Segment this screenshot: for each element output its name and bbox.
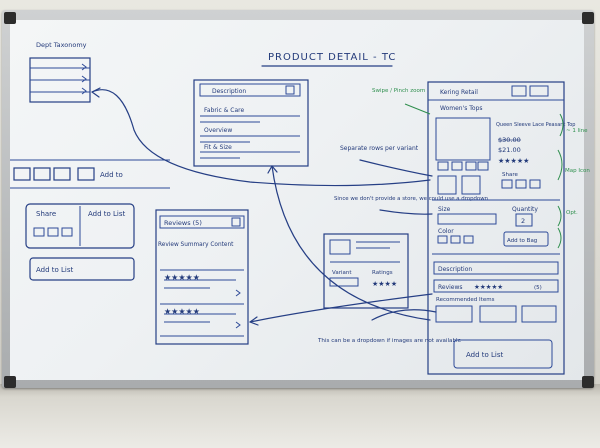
phone-stars: ★★★★★ bbox=[498, 157, 529, 165]
reviews-stars-row2: ★★★★★ bbox=[164, 307, 200, 316]
green-note-swipe: Swipe / Pinch zoom bbox=[372, 88, 425, 94]
variant-stars: ★★★★ bbox=[372, 280, 397, 288]
phone-color-label: Color bbox=[438, 228, 454, 235]
description-panel-title: Description bbox=[212, 88, 246, 95]
green-note-map: Map Icon bbox=[565, 168, 590, 174]
reviews-stars-row1: ★★★★★ bbox=[164, 273, 200, 282]
phone-reviews-count: (5) bbox=[534, 285, 542, 291]
phone-share-label: Share bbox=[502, 172, 518, 178]
green-brackets bbox=[404, 103, 564, 249]
marker-tray-ledge bbox=[0, 384, 600, 448]
left-add-to-list-label: Add to List bbox=[36, 266, 74, 274]
board-title: PRODUCT DETAIL - TC bbox=[268, 52, 396, 63]
phone-add-to-bag: Add to Bag bbox=[507, 238, 537, 244]
variant-ratings-label: Ratings bbox=[372, 270, 393, 276]
share-icons-sketch bbox=[33, 227, 73, 237]
left-add-to-list-box-label: Add to List bbox=[88, 210, 126, 218]
description-row-fit: Fit & Size bbox=[204, 144, 232, 151]
description-row-fabric: Fabric & Care bbox=[204, 107, 245, 114]
green-note-one-line: ~ 1 line bbox=[566, 128, 588, 134]
share-add-box-sketch bbox=[25, 203, 135, 249]
phone-size-label: Size bbox=[438, 206, 451, 213]
left-add-to-list-button-sketch bbox=[29, 257, 135, 281]
connector-arrows bbox=[91, 87, 437, 326]
frame-corner-top-left bbox=[4, 12, 16, 24]
dept-taxonomy-label: Dept Taxonomy bbox=[36, 41, 87, 49]
left-share-label: Share bbox=[36, 210, 56, 218]
note-stores-dropdown: Since we don't provide a store, we could… bbox=[334, 196, 488, 202]
phone-frame-sketch bbox=[427, 81, 565, 375]
note-dropdown-images: This can be a dropdown if images are not… bbox=[317, 338, 462, 344]
frame-corner-top-right bbox=[582, 12, 594, 24]
phone-description-label: Description bbox=[438, 266, 472, 273]
variant-panel-sketch bbox=[323, 233, 409, 309]
description-row-overview: Overview bbox=[204, 127, 232, 134]
frame-corner-bottom-right bbox=[582, 376, 594, 388]
reviews-panel-sketch bbox=[155, 209, 249, 345]
phone-recommended-label: Recommended Items bbox=[436, 297, 495, 303]
reviews-summary-text: Review Summary Content bbox=[158, 242, 234, 248]
green-note-opt: Opt. bbox=[566, 210, 578, 216]
left-add-to-label: Add to bbox=[100, 171, 123, 179]
left-image-strip bbox=[10, 159, 170, 189]
phone-reviews-stars: ★★★★★ bbox=[474, 283, 503, 291]
phone-reviews-label: Reviews bbox=[438, 284, 463, 291]
phone-quantity-label: Quantity bbox=[512, 206, 538, 213]
phone-price: $21.00 bbox=[498, 146, 521, 154]
phone-brand: Kering Retail bbox=[440, 89, 478, 96]
phone-product-name: Queen Sleeve Lace Peasant Top bbox=[496, 122, 575, 128]
phone-quantity-value: 2 bbox=[521, 217, 525, 225]
phone-old-price: $30.00 bbox=[498, 136, 521, 144]
note-variant-rows: Separate rows per variant bbox=[340, 145, 419, 152]
phone-category: Women's Tops bbox=[440, 105, 483, 112]
variant-label: Variant bbox=[332, 270, 352, 276]
reviews-panel-title: Reviews (5) bbox=[164, 219, 202, 227]
phone-add-to-list: Add to List bbox=[466, 351, 504, 359]
taxonomy-list-sketch bbox=[29, 57, 91, 103]
description-panel-sketch bbox=[193, 79, 309, 167]
frame-corner-bottom-left bbox=[4, 376, 16, 388]
